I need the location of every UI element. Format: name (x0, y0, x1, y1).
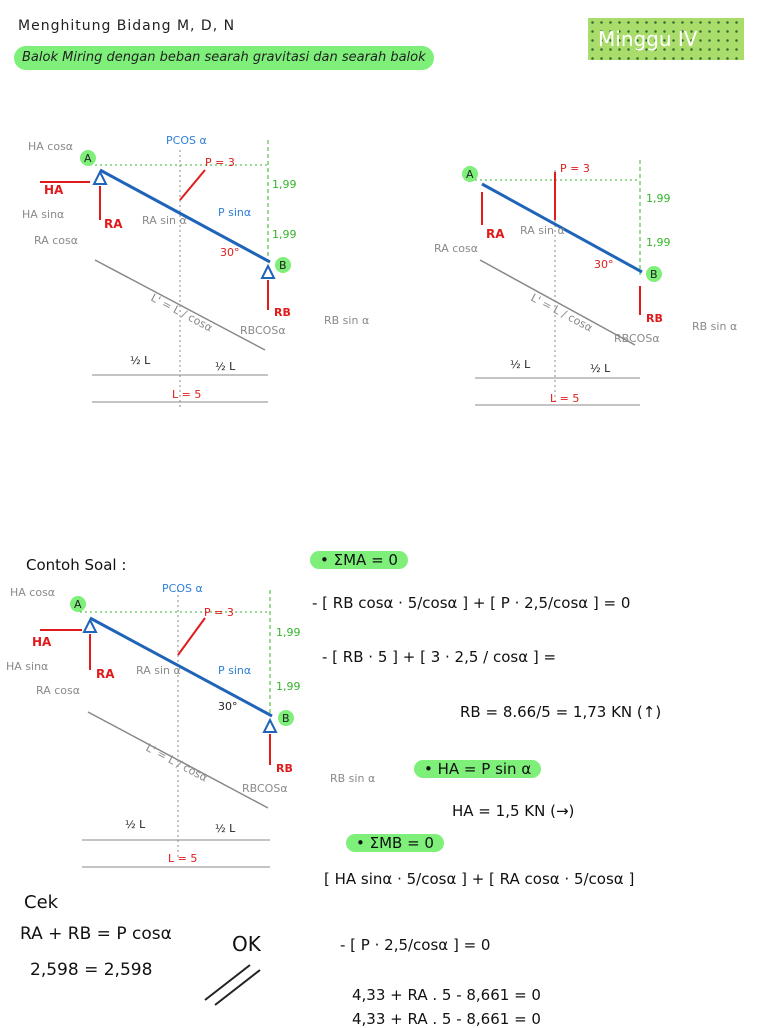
svg-text:RB sin α: RB sin α (692, 320, 737, 333)
svg-text:L' = L / cosα: L' = L / cosα (529, 291, 595, 334)
pin-support-a (92, 169, 108, 185)
svg-text:RBCOSα: RBCOSα (614, 332, 660, 345)
equation-4: [ HA sinα · 5/cosα ] + [ RA cosα · 5/cos… (324, 870, 635, 888)
svg-text:L = 5: L = 5 (550, 392, 579, 405)
svg-text:30°: 30° (218, 700, 238, 713)
svg-text:½ L: ½ L (125, 818, 146, 831)
svg-text:RA: RA (104, 217, 123, 231)
sum-mb-heading: • ΣMB = 0 (346, 834, 444, 852)
svg-text:RB sin α: RB sin α (324, 314, 369, 327)
svg-text:1,99: 1,99 (276, 680, 301, 693)
svg-text:L' = L / cosα: L' = L / cosα (144, 741, 210, 784)
svg-text:A: A (74, 598, 82, 611)
svg-text:L' = L / cosα: L' = L / cosα (149, 291, 215, 334)
svg-text:RA: RA (96, 667, 115, 681)
svg-text:RA cosα: RA cosα (36, 684, 80, 697)
svg-text:HA cosα: HA cosα (28, 140, 73, 153)
svg-text:30°: 30° (594, 258, 614, 271)
svg-text:RB: RB (646, 312, 663, 325)
equation-6: 4,33 + RA . 5 - 8,661 = 0 (352, 986, 541, 1004)
svg-text:RA cosα: RA cosα (434, 242, 478, 255)
svg-text:RB: RB (276, 762, 293, 775)
svg-text:RA: RA (486, 227, 505, 241)
svg-text:RA cosα: RA cosα (34, 234, 78, 247)
svg-text:RBCOSα: RBCOSα (240, 324, 286, 337)
check-line-1: RA + RB = P cosα (20, 924, 172, 944)
ha-equation: • HA = P sin α (414, 760, 542, 778)
svg-text:P = 3: P = 3 (205, 156, 235, 169)
check-ok: OK (232, 932, 261, 956)
svg-text:B: B (650, 268, 658, 281)
page-title: Menghitung Bidang M, D, N (18, 18, 236, 34)
equation-1: - [ RB cosα · 5/cosα ] + [ P · 2,5/cosα … (312, 594, 631, 612)
node-b-marker (275, 257, 291, 273)
svg-text:1,99: 1,99 (276, 626, 301, 639)
sum-ma-heading: • ΣMA = 0 (310, 551, 408, 569)
svg-text:RB sin α: RB sin α (330, 772, 375, 785)
ha-result: HA = 1,5 KN (→) (452, 802, 575, 820)
svg-text:PCOS α: PCOS α (162, 582, 203, 595)
svg-text:HA: HA (44, 183, 64, 197)
svg-text:P = 3: P = 3 (560, 162, 590, 175)
svg-text:½ L: ½ L (510, 358, 531, 371)
roller-support-b (260, 263, 276, 279)
node-a-marker (80, 150, 96, 166)
beam-diagram-1: A B HA cosα HA HA sinα RA RA cosα RA sin… (22, 134, 369, 410)
equation-2: - [ RB · 5 ] + [ 3 · 2,5 / cosα ] = (322, 648, 557, 666)
svg-text:PCOS α: PCOS α (166, 134, 207, 147)
inclined-beam (99, 168, 271, 264)
check-label: Cek (24, 892, 59, 913)
svg-text:RA sin α: RA sin α (142, 214, 187, 227)
svg-text:½ L: ½ L (215, 360, 236, 373)
svg-text:HA cosα: HA cosα (10, 586, 55, 599)
week-badge: Minggu IV (588, 18, 744, 60)
svg-text:B: B (282, 712, 290, 725)
svg-text:½ L: ½ L (215, 822, 236, 835)
check-line-2: 2,598 = 2,598 (30, 960, 153, 980)
example-heading: Contoh Soal : (26, 556, 127, 574)
svg-text:HA sinα: HA sinα (22, 208, 64, 221)
svg-text:30°: 30° (220, 246, 240, 259)
svg-text:L = 5: L = 5 (168, 852, 197, 865)
svg-text:A: A (466, 168, 474, 181)
svg-text:P = 3: P = 3 (204, 606, 234, 619)
svg-text:RA sin α: RA sin α (136, 664, 181, 677)
svg-text:1,99: 1,99 (646, 192, 671, 205)
svg-text:HA sinα: HA sinα (6, 660, 48, 673)
svg-text:P sinα: P sinα (218, 664, 251, 677)
svg-text:½ L: ½ L (590, 362, 611, 375)
svg-text:RA sin α: RA sin α (520, 224, 565, 237)
beam-diagram-2: A B P = 3 RA RA cosα RA sin α 1,99 1,99 … (434, 160, 737, 406)
svg-text:RB: RB (274, 306, 291, 319)
svg-text:RBCOSα: RBCOSα (242, 782, 288, 795)
equation-7: 4,33 + RA . 5 - 8,661 = 0 (352, 1010, 541, 1028)
node-a-label: A (84, 152, 92, 165)
svg-text:HA: HA (32, 635, 52, 649)
svg-text:½ L: ½ L (130, 354, 151, 367)
beam-diagram-3: A B HA cosα HA HA sinα RA RA cosα RA sin… (6, 582, 375, 868)
svg-text:1,99: 1,99 (272, 178, 297, 191)
check-mark-strokes (204, 964, 261, 1006)
node-b-label: B (279, 259, 287, 272)
svg-text:P sinα: P sinα (218, 206, 251, 219)
svg-text:L = 5: L = 5 (172, 388, 201, 401)
equation-5: - [ P · 2,5/cosα ] = 0 (340, 936, 491, 954)
page-subtitle: Balok Miring dengan beban searah gravita… (14, 46, 434, 70)
equation-3: RB = 8.66/5 = 1,73 KN (↑) (460, 703, 662, 721)
svg-text:1,99: 1,99 (646, 236, 671, 249)
svg-text:1,99: 1,99 (272, 228, 297, 241)
